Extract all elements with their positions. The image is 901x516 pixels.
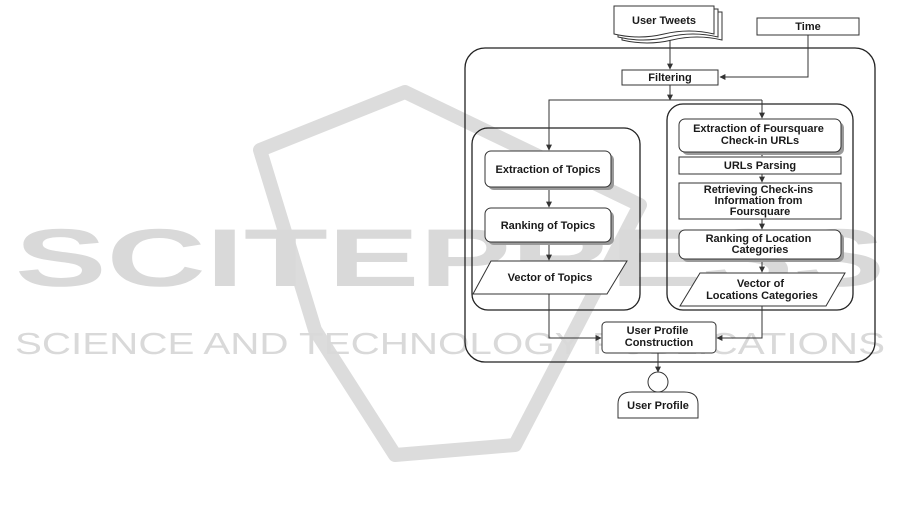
time-label: Time [795,21,820,33]
retrieving-checkins-node: Retrieving Check-ins Information from Fo… [678,182,842,220]
extraction-topics-node: Extraction of Topics [484,150,614,190]
user-tweets-node: User Tweets [613,5,723,44]
vector-topics-label: Vector of Topics [508,272,593,284]
user-profile-body [617,391,699,419]
ranking-location-box [678,229,842,260]
retrieving-checkins-box [678,182,842,220]
retrieving-line-3: Foursquare [730,206,791,218]
user-profile-construction-label: User Profile Construction [625,325,694,349]
vector-locations-line-1: Vector of [737,278,784,290]
ranking-location-label: Ranking of Location Categories [706,233,815,256]
extraction-foursquare-node: Extraction of Foursquare Check-in URLs [678,118,844,155]
urls-parsing-box [678,156,842,175]
locations-panel [666,103,854,311]
extraction-topics-label: Extraction of Topics [496,164,601,176]
user-profile-label: User Profile [627,400,689,412]
user-profile-construction-node: User Profile Construction [601,321,717,354]
extraction-foursquare-line-2: Check-in URLs [721,135,799,147]
edge-vector-topics-construction [548,294,602,341]
extraction-foursquare-label: Extraction of Foursquare Check-in URLs [693,123,827,147]
edge-time-filtering [719,35,809,80]
watermark-small-text: SCIENCE AND TECHNOLOGY PUBLICATIONS [15,326,885,361]
filtering-node: Filtering [621,69,719,86]
filtering-label: Filtering [648,72,691,84]
ranking-topics-box [484,207,612,243]
user-tweets-label: User Tweets [632,15,696,27]
retrieving-line-2: Information from [714,195,802,207]
vector-locations-line-2: Locations Categories [706,290,818,302]
vector-topics-node: Vector of Topics [472,260,628,295]
topics-panel [471,127,641,311]
urls-parsing-label: URLs Parsing [724,160,796,172]
edge-split-topics [546,99,762,151]
retrieving-checkins-label: Retrieving Check-ins Information from Fo… [704,184,816,218]
vector-topics-shape [472,260,628,295]
ranking-location-line-2: Categories [732,244,789,256]
ranking-topics-label: Ranking of Topics [501,220,596,232]
user-profile-head-icon [647,371,669,393]
time-box [756,17,860,36]
watermark-wing-shape [253,85,647,462]
user-profile-node: User Profile [617,371,699,419]
tweets-page-front [613,5,715,38]
extraction-topics-box [484,150,612,188]
retrieving-line-1: Retrieving Check-ins [704,184,813,196]
filtering-box [621,69,719,86]
edge-vector-location-construction [716,306,763,341]
ranking-location-node: Ranking of Location Categories [678,229,844,262]
user-profile-construction-box [601,321,717,354]
vector-locations-label: Vector of Locations Categories [706,278,818,302]
ranking-topics-node: Ranking of Topics [484,207,614,245]
vector-locations-shape [679,272,846,307]
extraction-foursquare-box [678,118,842,153]
construction-line-2: Construction [625,337,694,349]
construction-line-1: User Profile [627,325,689,337]
time-node: Time [756,17,860,36]
extraction-foursquare-line-1: Extraction of Foursquare [693,123,824,135]
vector-locations-node: Vector of Locations Categories [679,272,846,307]
ranking-location-line-1: Ranking of Location [706,233,812,245]
urls-parsing-node: URLs Parsing [678,156,842,175]
